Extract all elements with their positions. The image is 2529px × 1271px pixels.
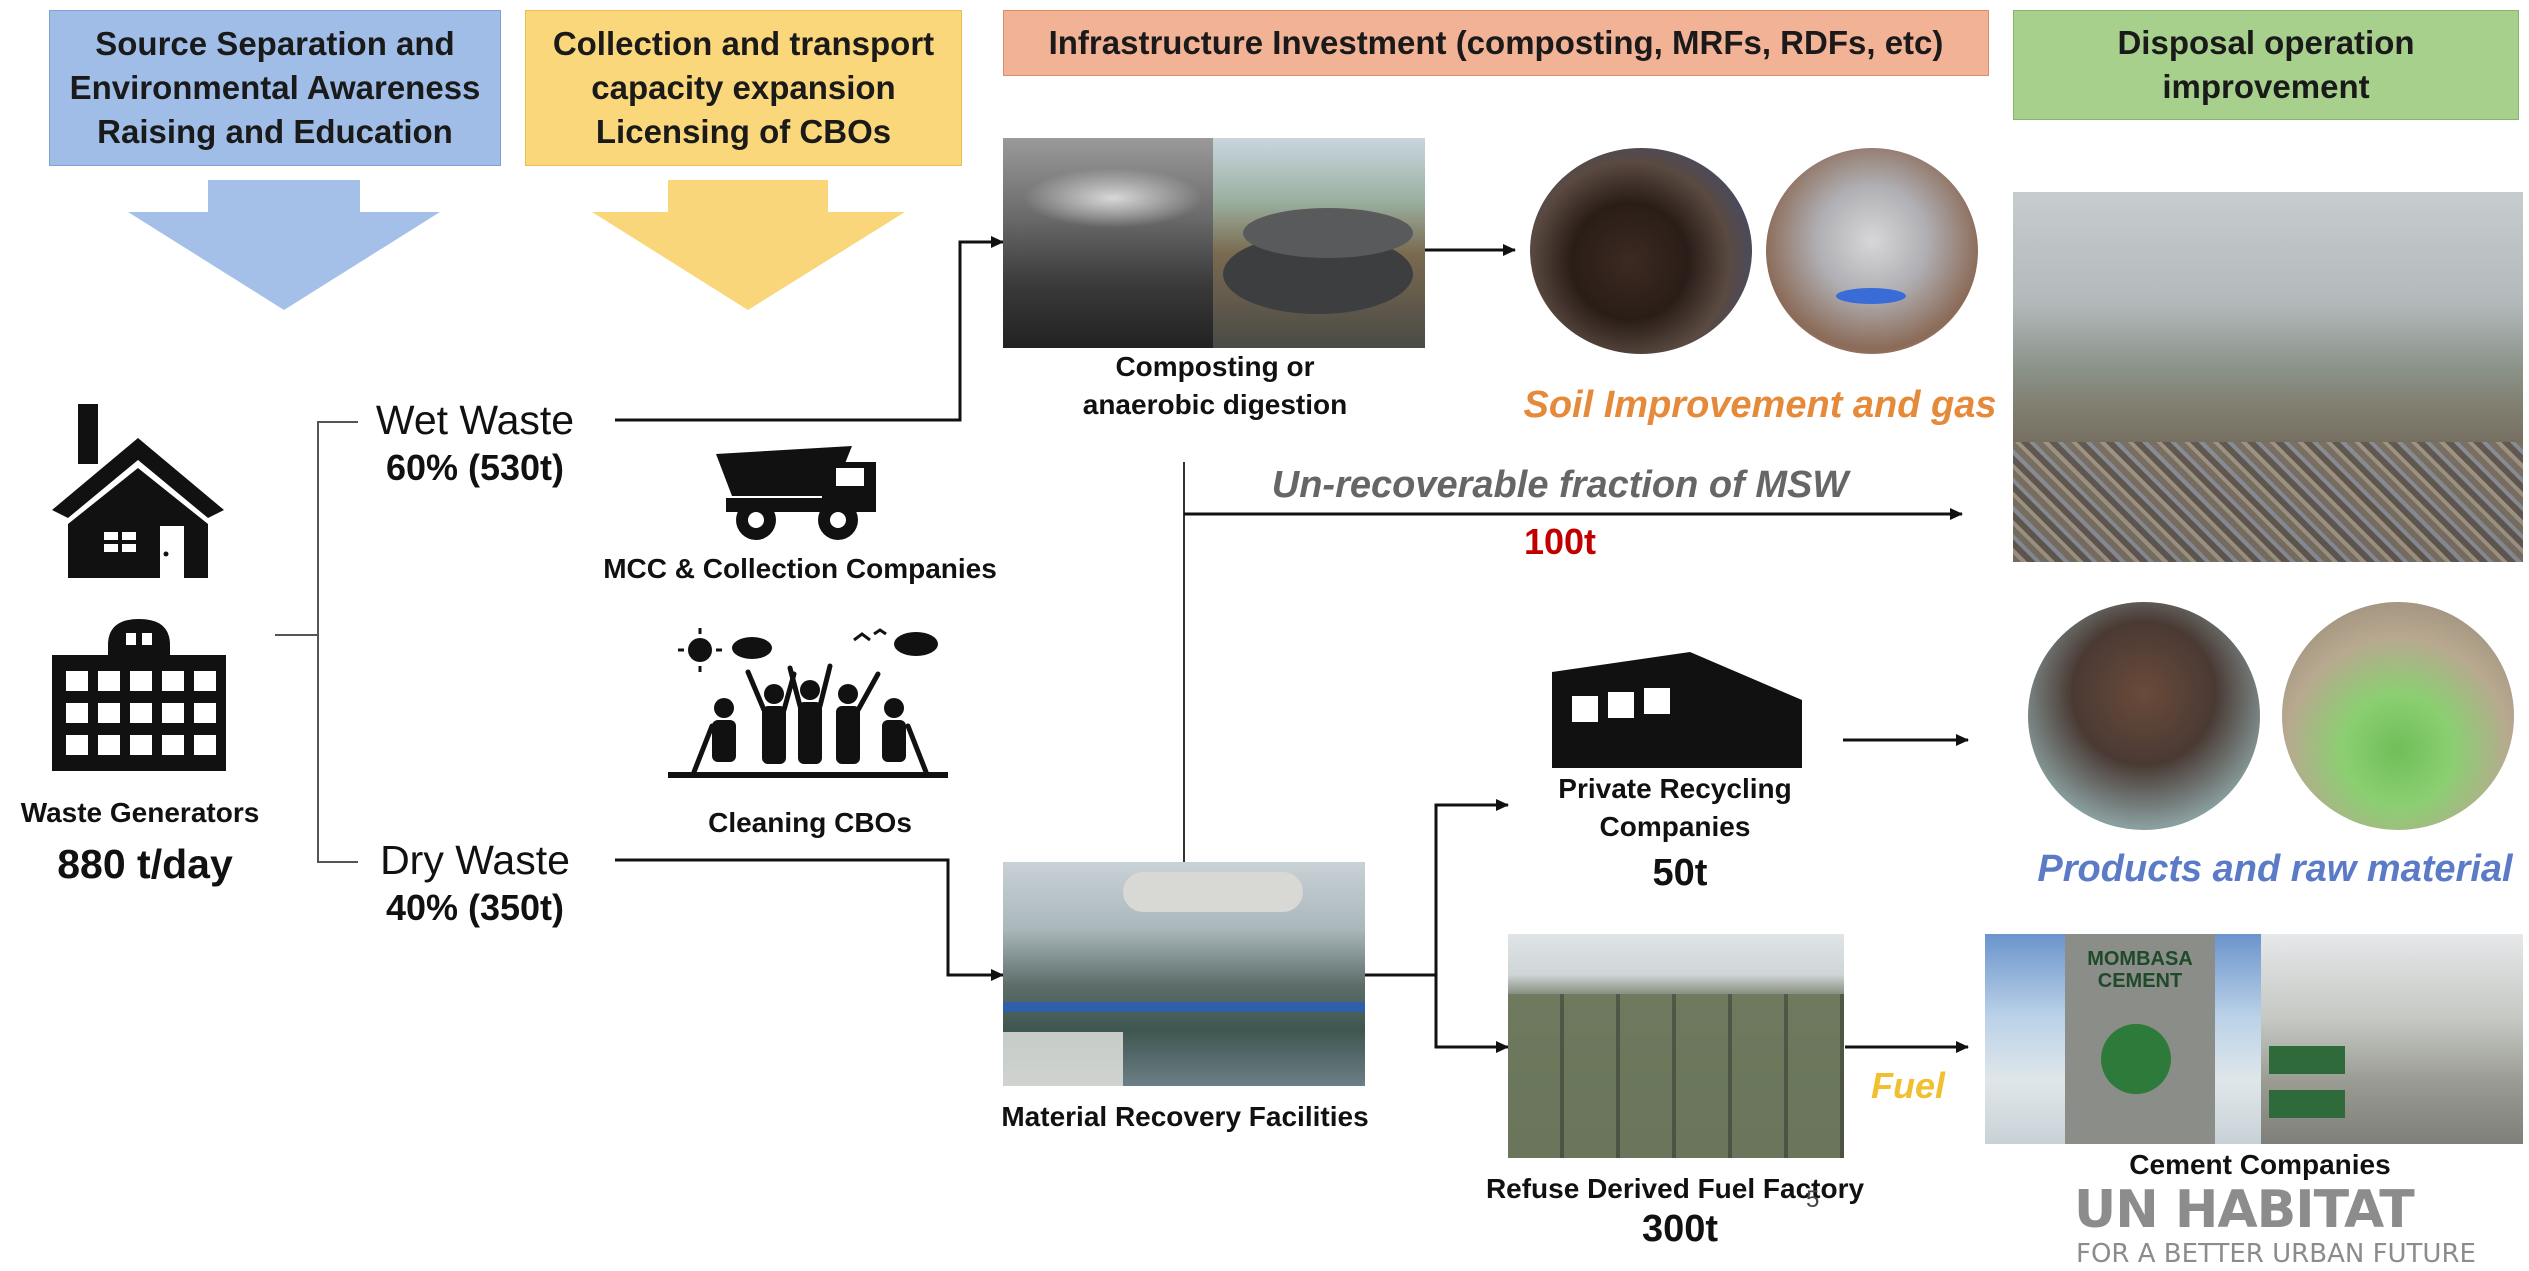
page-number: 5 bbox=[1806, 1186, 1820, 1213]
rdf-label: Refuse Derived Fuel Factory bbox=[1485, 1173, 1865, 1204]
collection-down-arrow bbox=[592, 180, 905, 310]
header-infrastructure: Infrastructure Investment (composting, M… bbox=[1003, 10, 1989, 76]
wet-waste-label: Wet Waste bbox=[375, 397, 575, 443]
cement-plant-photo bbox=[2261, 934, 2523, 1144]
mrf-to-rdf-arrow bbox=[1434, 975, 1509, 1053]
header-collection: Collection and transport capacity expans… bbox=[525, 10, 962, 166]
recycling-label: Private Recycling Companies bbox=[1558, 773, 1792, 842]
mrf-label: Material Recovery Facilities bbox=[1001, 1101, 1369, 1132]
rdf-bales-photo bbox=[1508, 934, 1844, 1158]
un-habitat-logo: UN HABITAT bbox=[2074, 1180, 2415, 1240]
office-building-icon bbox=[52, 619, 226, 771]
header-disposal: Disposal operation improvement bbox=[2013, 10, 2519, 120]
cleaning-cbos-label: Cleaning CBOs bbox=[708, 807, 912, 838]
header-awareness: Source Separation and Environmental Awar… bbox=[49, 10, 501, 166]
dry-waste-label: Dry Waste bbox=[380, 837, 570, 883]
plastic-flakes-photo bbox=[2282, 602, 2514, 830]
collection-companies-label: MCC & Collection Companies bbox=[603, 553, 997, 584]
cement-label: Cement Companies bbox=[2129, 1149, 2391, 1180]
fuel-outcome: Fuel bbox=[1870, 1065, 1945, 1106]
cement-sign: MOMBASA CEMENT bbox=[2087, 948, 2193, 992]
recycling-amount: 50t bbox=[1652, 852, 1708, 894]
factory-icon bbox=[1552, 652, 1802, 768]
composting-photo bbox=[1003, 138, 1213, 348]
wet-to-composting-arrow bbox=[615, 236, 1004, 422]
biodigester-photo bbox=[1213, 138, 1425, 348]
composting-label: Composting or anaerobic digestion bbox=[1082, 351, 1348, 420]
cement-silo-photo: MOMBASA CEMENT bbox=[1985, 934, 2261, 1144]
landfill-photo bbox=[2013, 192, 2523, 562]
plastic-products-photo bbox=[2028, 602, 2260, 830]
soil-compost-photo bbox=[1530, 148, 1752, 354]
awareness-down-arrow bbox=[128, 180, 440, 310]
generators-label: Waste Generators bbox=[20, 797, 260, 828]
dry-waste-share: 40% (350t) bbox=[385, 887, 565, 928]
gas-stove-photo bbox=[1766, 148, 1978, 354]
dump-truck-icon bbox=[716, 446, 876, 540]
unrecoverable-amount: 100t bbox=[1523, 521, 1597, 562]
cleaning-crew-icon bbox=[668, 628, 948, 778]
wet-waste-share: 60% (530t) bbox=[385, 447, 565, 488]
unrecoverable-label: Un-recoverable fraction of MSW bbox=[1271, 464, 1849, 506]
un-habitat-tagline: FOR A BETTER URBAN FUTURE bbox=[2076, 1239, 2476, 1269]
products-outcome: Products and raw material bbox=[2037, 848, 2513, 890]
dry-to-mrf-arrow bbox=[615, 858, 1004, 981]
soil-gas-outcome: Soil Improvement and gas bbox=[1523, 384, 1997, 426]
generators-amount: 880 t/day bbox=[57, 841, 233, 887]
mrf-photo bbox=[1003, 862, 1365, 1086]
house-icon bbox=[52, 404, 224, 578]
mrf-to-recycling-arrow bbox=[1365, 799, 1509, 977]
rdf-amount: 300t bbox=[1641, 1208, 1719, 1250]
